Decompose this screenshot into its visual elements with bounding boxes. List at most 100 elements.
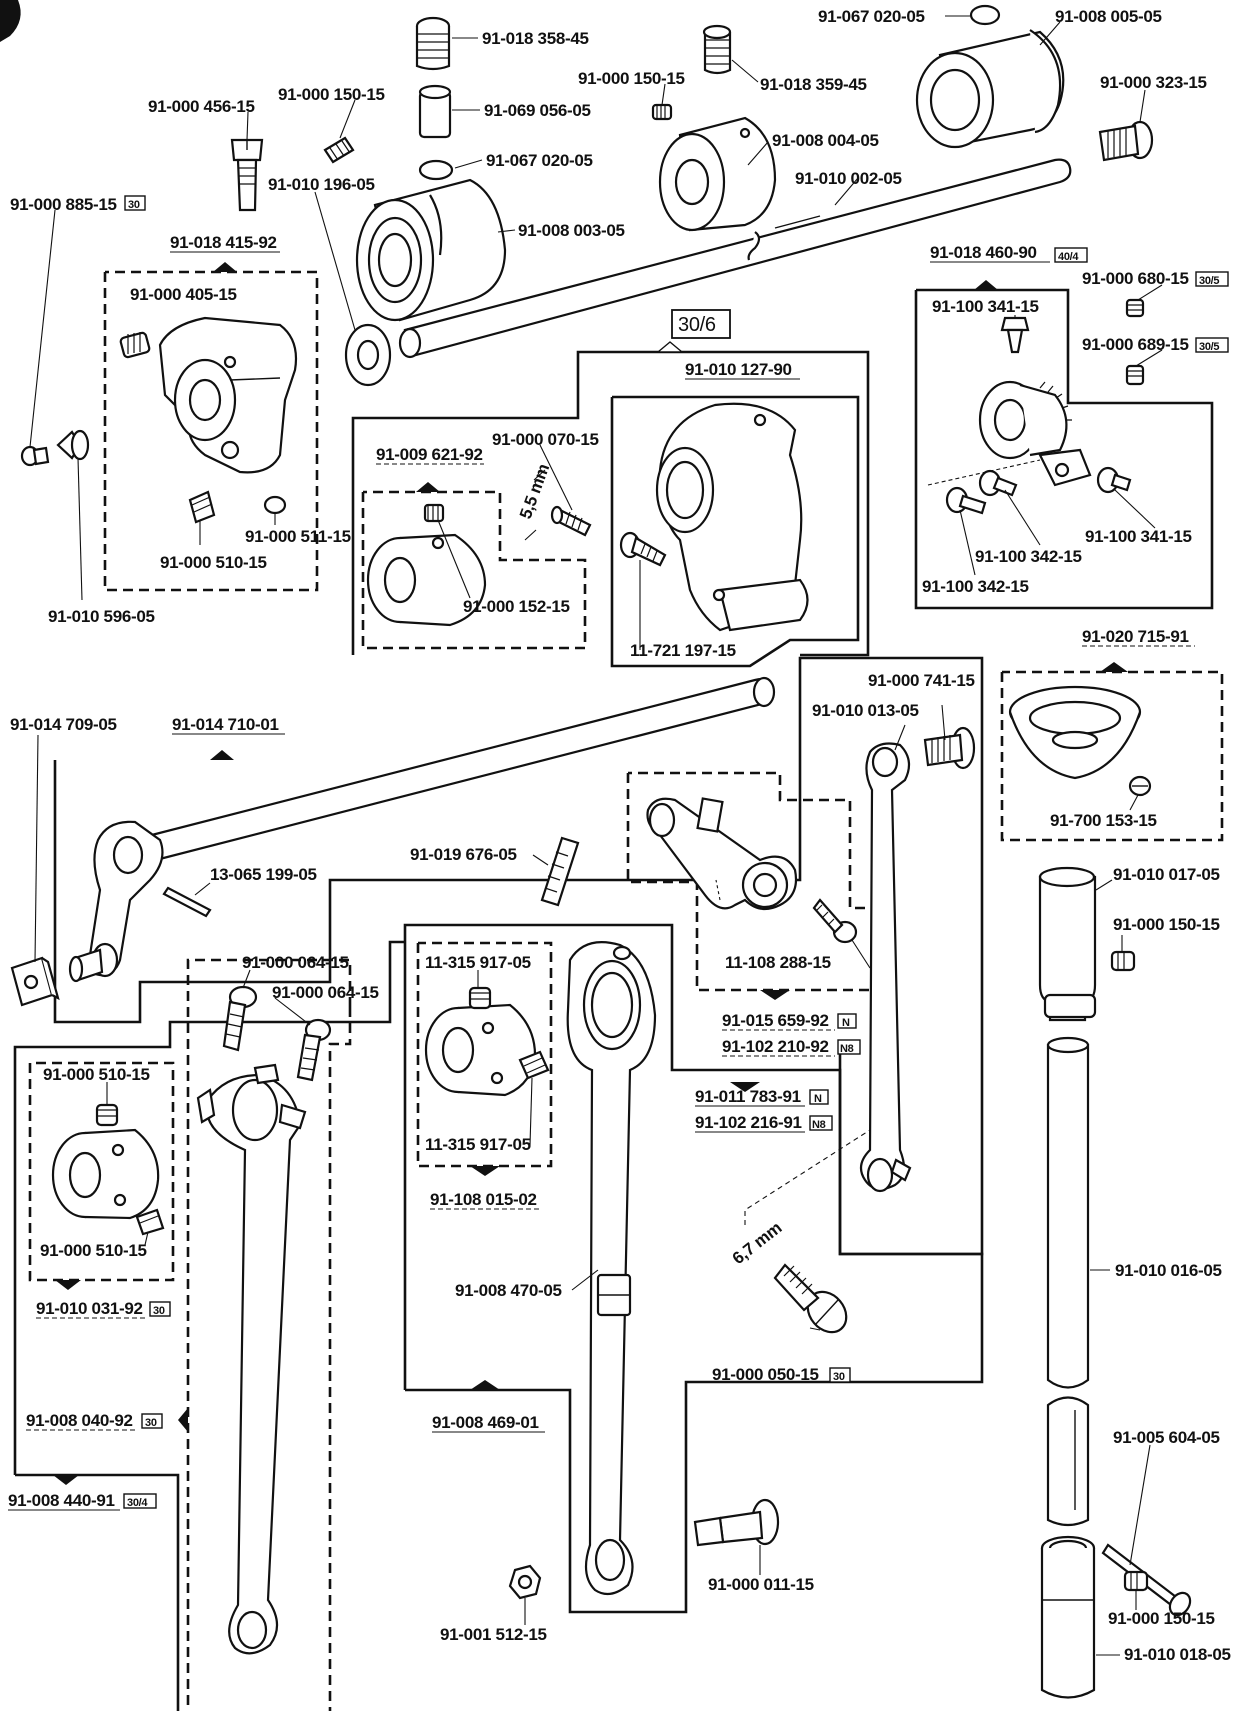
screw-91-700-153-15 xyxy=(1128,775,1152,797)
cup-91-020-715-91 xyxy=(1008,685,1142,780)
housing-91-010-127-90 xyxy=(655,402,809,632)
label-91-000-152-15: 91-000 152-15 xyxy=(463,597,570,616)
tag-N8-a: N8 xyxy=(837,1039,861,1055)
label-91-067-020-05-top: 91-067 020-05 xyxy=(818,7,925,26)
nut-91-001-512-15 xyxy=(508,1564,542,1600)
screw-91-000-064-15-a xyxy=(222,985,258,1052)
screw-91-000-070-15 xyxy=(550,505,592,537)
tag-30-5-b: 30/5 xyxy=(1195,337,1229,353)
label-91-000-689-15: 91-000 689-15 xyxy=(1082,335,1189,354)
screw-91-000-011-15 xyxy=(693,1498,780,1547)
bushing-91-008-004-05 xyxy=(658,116,777,232)
svg-text:30/4: 30/4 xyxy=(127,1497,148,1509)
tag-30-5-a: 30/5 xyxy=(1195,271,1229,287)
label-91-000-150-15-a: 91-000 150-15 xyxy=(578,69,685,88)
pin-13-065-199-05 xyxy=(162,886,212,918)
label-91-000-064-15-b: 91-000 064-15 xyxy=(272,983,379,1002)
label-91-000-885-15: 91-000 885-15 xyxy=(10,195,117,214)
label-91-067-020-05: 91-067 020-05 xyxy=(486,151,593,170)
label-91-000-070-15: 91-000 070-15 xyxy=(492,430,599,449)
label-91-102-210-92: 91-102 210-92 xyxy=(722,1037,829,1056)
label-91-000-510-15-a: 91-000 510-15 xyxy=(160,553,267,572)
screw-91-100-341-15-a xyxy=(1000,316,1030,354)
label-91-008-440-91: 91-008 440-91 xyxy=(8,1491,115,1510)
bushing-91-008-005-05 xyxy=(915,29,1065,149)
spring-91-018-358-45 xyxy=(415,16,451,71)
screw-91-000-885-15 xyxy=(20,445,50,467)
set-screw-91-000-150-15-d xyxy=(1123,1570,1149,1592)
label-91-014-709-05: 91-014 709-05 xyxy=(10,715,117,734)
label-91-700-153-15: 91-700 153-15 xyxy=(1050,811,1157,830)
set-screw-91-000-510-15-a xyxy=(188,490,216,524)
tube-91-010-017-05 xyxy=(1038,866,1097,1022)
label-91-108-015-02: 91-108 015-02 xyxy=(430,1190,537,1209)
svg-text:30/5: 30/5 xyxy=(1199,341,1219,353)
svg-text:N8: N8 xyxy=(812,1119,826,1131)
pin-91-067-020-05 xyxy=(418,159,454,181)
svg-text:30: 30 xyxy=(833,1371,845,1383)
svg-text:N8: N8 xyxy=(840,1043,854,1055)
label-91-010-196-05: 91-010 196-05 xyxy=(268,175,375,194)
label-91-008-040-92: 91-008 040-92 xyxy=(26,1411,133,1430)
label-91-018-358-45: 91-018 358-45 xyxy=(482,29,589,48)
variant-tags: 30 40/4 30/5 30/5 N N8 N N8 30 30 30 30/… xyxy=(123,195,1229,1509)
label-91-018-359-45: 91-018 359-45 xyxy=(760,75,867,94)
label-11-315-917-05-b: 11-315 917-05 xyxy=(425,1135,531,1154)
crank-91-018-415-92 xyxy=(158,316,298,474)
label-91-000-405-15: 91-000 405-15 xyxy=(130,285,237,304)
chain-91-019-676-05 xyxy=(540,836,580,907)
collar-91-108-015-02 xyxy=(424,1003,537,1097)
label-11-315-917-05-a: 11-315 917-05 xyxy=(425,953,531,972)
label-6-7-mm: 6,7 mm xyxy=(729,1218,786,1268)
label-91-014-710-01: 91-014 710-01 xyxy=(172,715,279,734)
part-labels: 91-067 020-05 91-008 005-05 91-018 358-4… xyxy=(8,7,1231,1664)
label-91-000-680-15: 91-000 680-15 xyxy=(1082,269,1189,288)
label-91-010-002-05: 91-010 002-05 xyxy=(795,169,902,188)
spring-91-018-359-45 xyxy=(702,24,732,75)
washer-91-010-196-05 xyxy=(344,323,392,387)
label-91-009-621-92: 91-009 621-92 xyxy=(376,445,483,464)
label-91-000-741-15: 91-000 741-15 xyxy=(868,671,975,690)
tag-40-4: 40/4 xyxy=(1054,247,1088,263)
label-91-000-323-15: 91-000 323-15 xyxy=(1100,73,1207,92)
rock-shaft-91-014-710-01 xyxy=(68,676,776,983)
label-91-100-342-15-a: 91-100 342-15 xyxy=(975,547,1082,566)
set-screw-91-000-510-15-b xyxy=(95,1103,119,1127)
label-91-000-150-15-c: 91-000 150-15 xyxy=(1113,915,1220,934)
tag-N-a: N xyxy=(837,1013,857,1029)
set-screw-91-000-150-15-a xyxy=(651,103,673,121)
label-91-008-003-05: 91-008 003-05 xyxy=(518,221,625,240)
label-91-100-341-15-a: 91-100 341-15 xyxy=(932,297,1039,316)
tube-91-010-016-05 xyxy=(1046,1036,1090,1527)
link-91-010-013-05 xyxy=(859,742,912,1193)
label-91-010-018-05: 91-010 018-05 xyxy=(1124,1645,1231,1664)
label-13-065-199-05: 13-065 199-05 xyxy=(210,865,317,884)
label-91-005-604-05: 91-005 604-05 xyxy=(1113,1428,1220,1447)
label-91-000-511-15: 91-000 511-15 xyxy=(245,527,351,546)
screw-11-108-288-15 xyxy=(812,898,858,944)
label-91-020-715-91: 91-020 715-91 xyxy=(1082,627,1189,646)
label-91-018-415-92: 91-018 415-92 xyxy=(170,233,277,252)
label-91-008-004-05: 91-008 004-05 xyxy=(772,131,879,150)
screw-91-000-456-15 xyxy=(230,138,264,212)
label-91-015-659-92: 91-015 659-92 xyxy=(722,1011,829,1030)
label-91-010-017-05: 91-010 017-05 xyxy=(1113,865,1220,884)
svg-text:N: N xyxy=(814,1093,822,1105)
screw-91-000-323-15 xyxy=(1098,120,1154,162)
tube-91-010-018-05 xyxy=(1040,1535,1096,1699)
label-91-019-676-05: 91-019 676-05 xyxy=(410,845,517,864)
screw-91-100-341-15-b xyxy=(1096,466,1132,494)
label-91-010-127-90: 91-010 127-90 xyxy=(685,360,792,379)
label-91-069-056-05: 91-069 056-05 xyxy=(484,101,591,120)
screw-91-000-050-15 xyxy=(773,1263,848,1334)
tag-30-b: 30 xyxy=(149,1301,171,1317)
screw-91-000-064-15-b xyxy=(296,1018,332,1082)
block-91-014-709-05 xyxy=(10,956,60,1007)
label-91-100-341-15-b: 91-100 341-15 xyxy=(1085,527,1192,546)
gear-assembly-91-018-460-90 xyxy=(978,380,1092,487)
pin-91-005-604-05 xyxy=(1101,1543,1192,1617)
set-screw-11-315-917-05-a xyxy=(468,986,492,1010)
label-91-000-011-15: 91-000 011-15 xyxy=(708,1575,814,1594)
parts-drawing xyxy=(10,4,1192,1699)
set-screw-91-000-510-15-c xyxy=(135,1208,165,1236)
